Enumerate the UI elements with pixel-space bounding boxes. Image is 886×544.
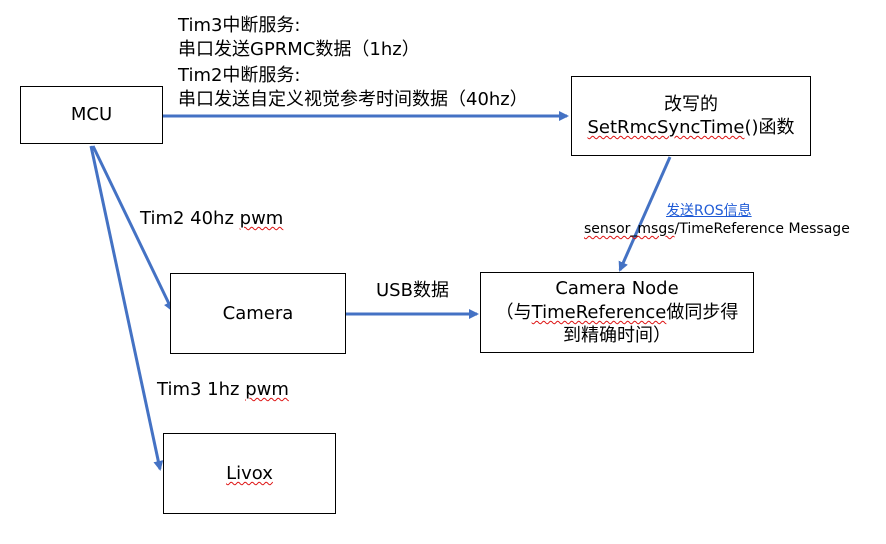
ros-msg-package: sensor_msgs: [584, 221, 675, 237]
camera-box: Camera: [170, 273, 346, 354]
camera-label: Camera: [222, 302, 294, 324]
tim2-isr-label: Tim2中断服务:: [178, 65, 301, 86]
livox-box: Livox: [163, 433, 336, 514]
tim3-pwm-word: pwm: [245, 379, 289, 400]
ros-send-link[interactable]: 发送ROS信息: [666, 203, 752, 219]
ros-message-type: sensor_msgs/TimeReference Message: [584, 222, 850, 236]
tim3-pwm-text: Tim3 1hz: [157, 379, 246, 400]
tim2-pwm-text: Tim2 40hz: [140, 208, 240, 229]
ros-msg-type: /TimeReference: [674, 221, 784, 237]
tim2-isr-desc: 串口发送自定义视觉参考时间数据（40hz）: [178, 89, 528, 110]
rewrite-line2: SetRmcSyncTime()函数: [588, 116, 795, 139]
mcu-box: MCU: [20, 86, 163, 144]
tim2-pwm-word: pwm: [239, 208, 284, 229]
livox-label: Livox: [226, 462, 273, 484]
mcu-label: MCU: [70, 104, 113, 126]
camera-node-box: Camera Node （与TimeReference做同步得 到精确时间）: [480, 272, 754, 353]
camera-node-line2: （与TimeReference做同步得: [496, 301, 739, 324]
camera-node-line1: Camera Node: [555, 278, 679, 300]
arrow-mcu-to-camera: [91, 145, 174, 312]
tim2-pwm-label: Tim2 40hz pwm: [140, 210, 283, 228]
arrow-rewrite-to-camera-node: [618, 156, 672, 272]
camera-node-line3: 到精确时间）: [563, 325, 671, 347]
line2-suffix: 做同步得: [666, 301, 739, 323]
usb-label: USB数据: [376, 280, 449, 301]
function-tail: ()函数: [744, 117, 795, 138]
time-reference-word: TimeReference: [531, 301, 667, 323]
ros-msg-suffix: Message: [784, 221, 850, 237]
rewrite-line1: 改写的: [664, 93, 718, 115]
arrow-mcu-to-livox: [89, 145, 164, 471]
tim3-pwm-label: Tim3 1hz pwm: [157, 381, 289, 399]
tim3-isr-label: Tim3中断服务:: [178, 15, 301, 36]
rewrite-function-box: 改写的 SetRmcSyncTime()函数: [571, 76, 811, 156]
line2-prefix: （与: [495, 301, 532, 323]
tim3-isr-desc: 串口发送GPRMC数据（1hz）: [178, 39, 420, 60]
function-name: SetRmcSyncTime: [587, 117, 745, 138]
